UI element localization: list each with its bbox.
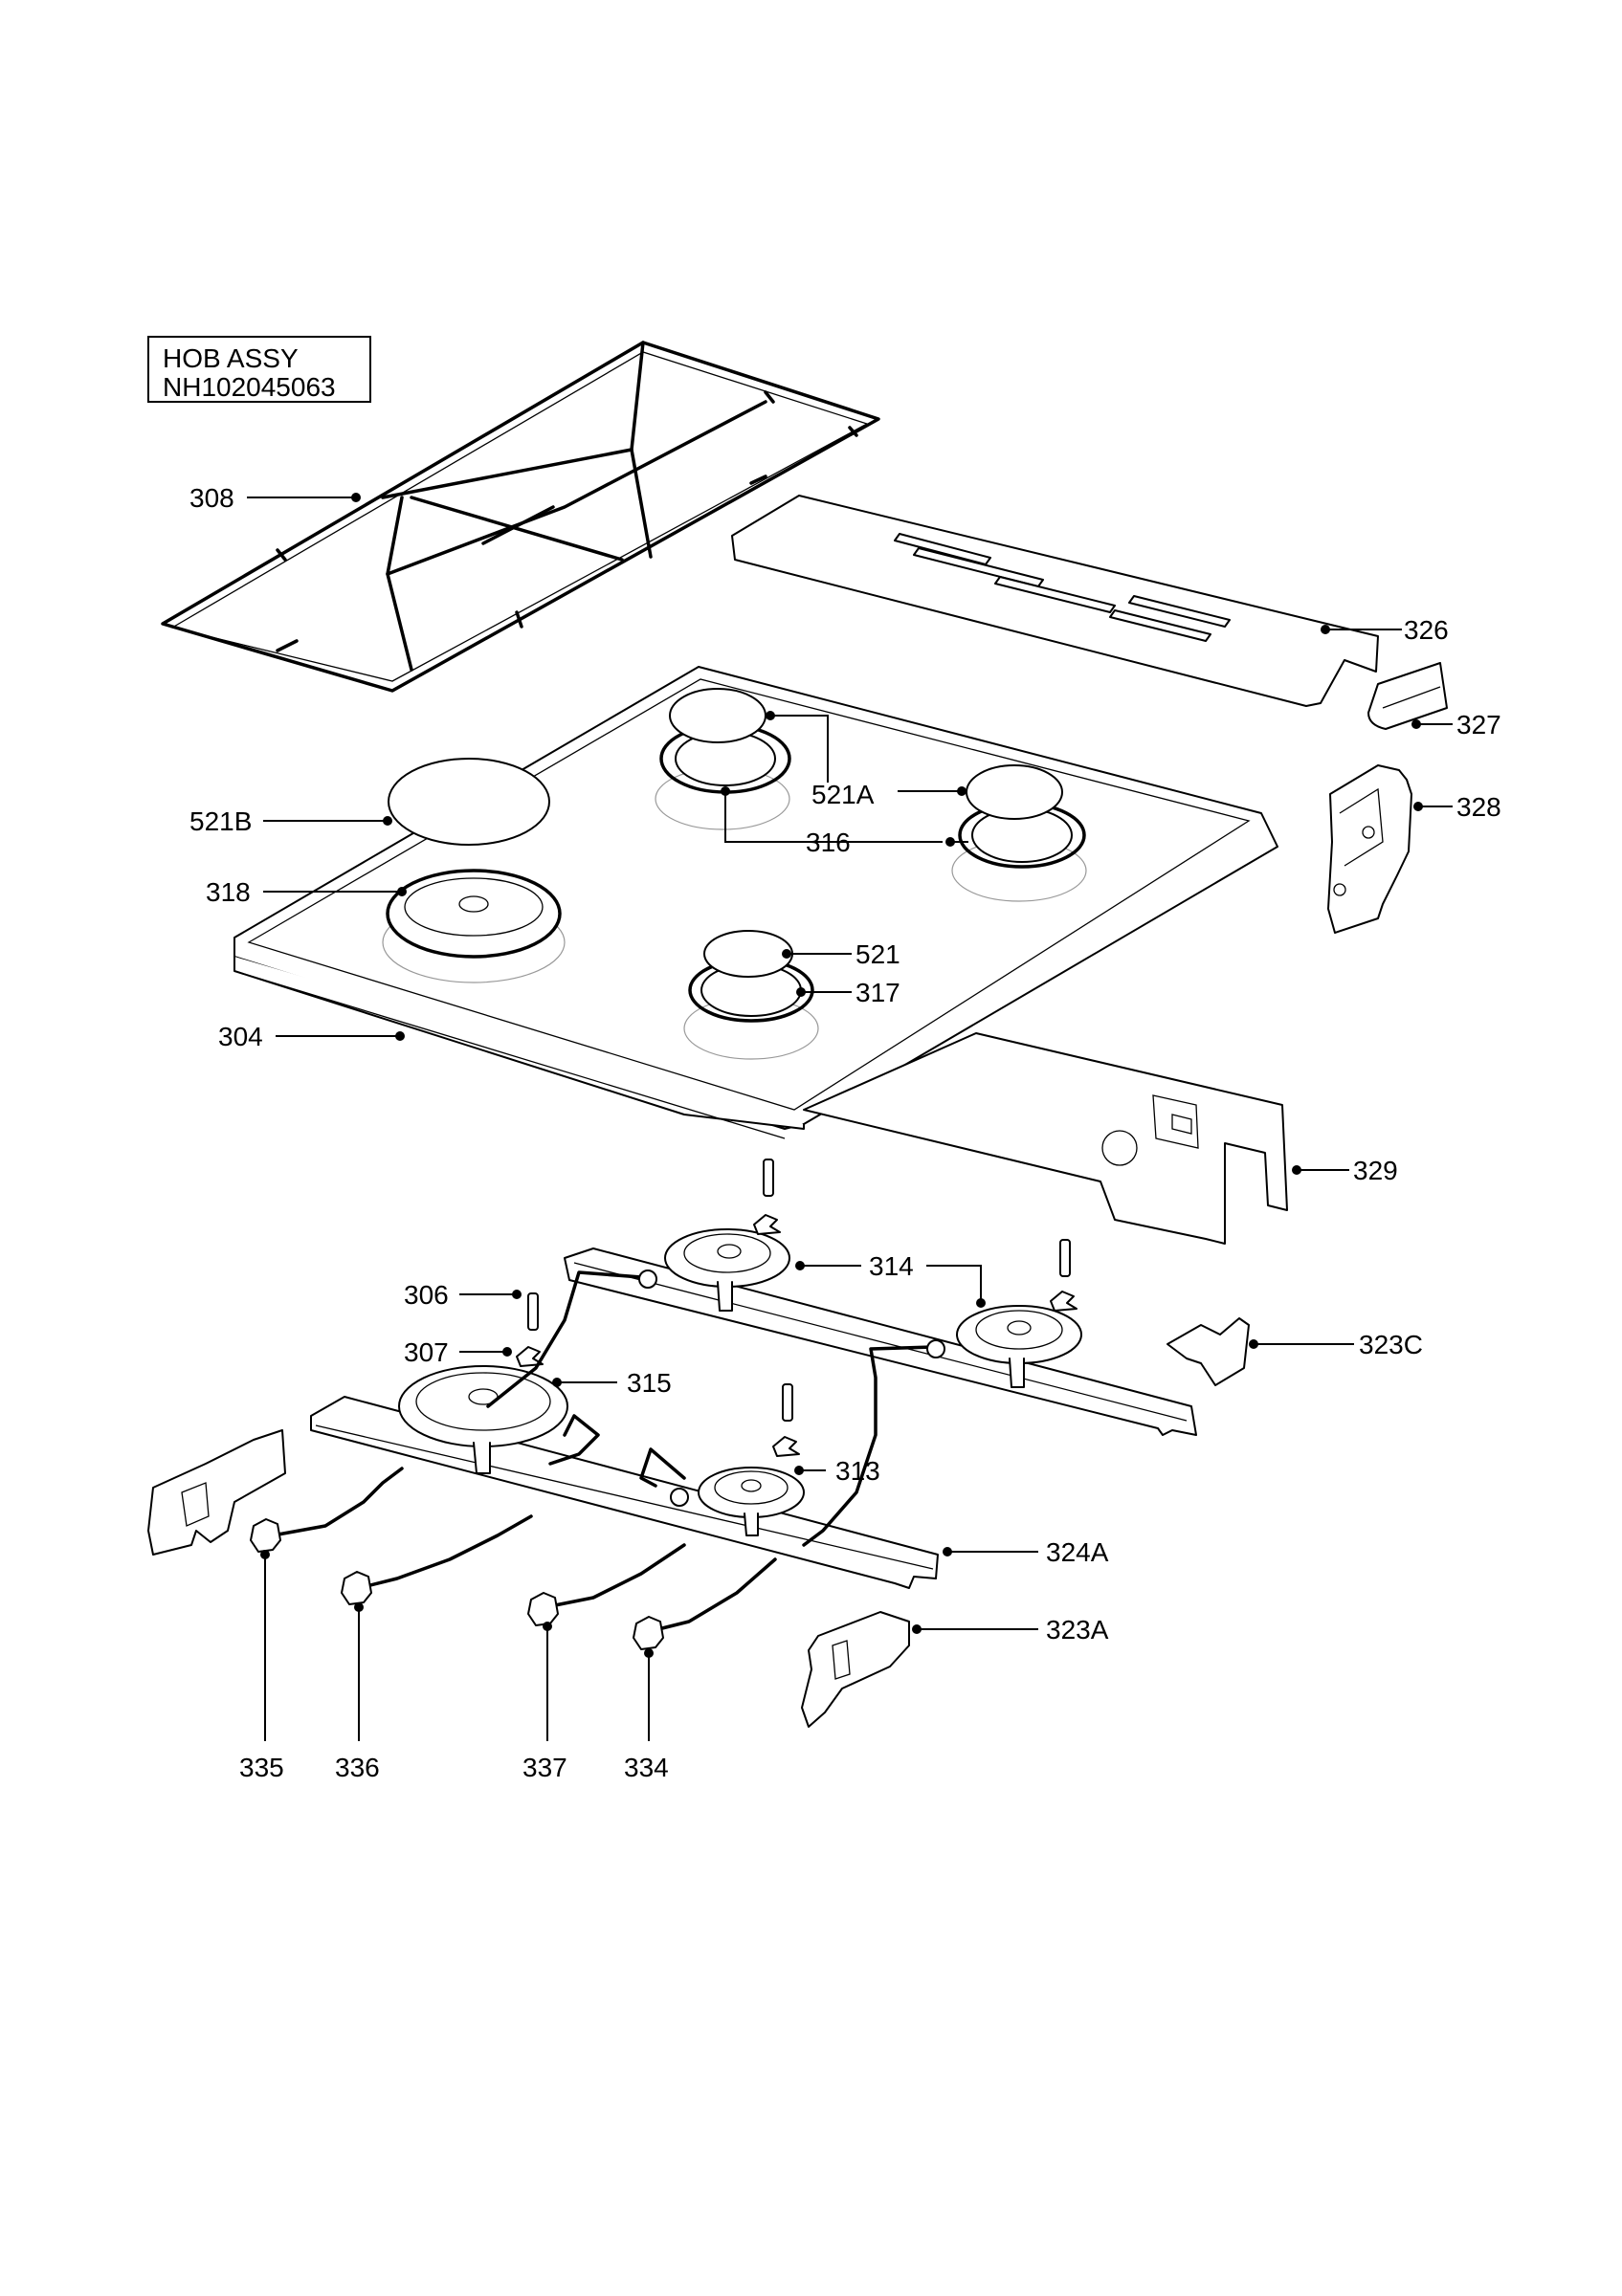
electrode-clips: [516, 1214, 1078, 1457]
callout-324A: 324A: [1046, 1537, 1109, 1567]
callout-323A: 323A: [1046, 1615, 1109, 1645]
leader-lines: [247, 497, 1453, 1741]
callout-308: 308: [189, 483, 234, 513]
electrodes: [527, 1159, 1071, 1422]
burner-front-small: [688, 930, 814, 1023]
callout-307: 307: [404, 1337, 449, 1367]
callout-521A: 521A: [811, 780, 875, 809]
callout-334: 334: [624, 1753, 669, 1782]
leader-dots: [260, 493, 1423, 1658]
gas-pipes: [271, 1270, 935, 1633]
callout-323C: 323C: [1359, 1330, 1423, 1359]
callout-326: 326: [1404, 615, 1449, 645]
gas-taps: [250, 1269, 945, 1650]
callout-318: 318: [206, 877, 251, 907]
side-bracket-right: [1327, 764, 1412, 934]
bracket-front: [801, 1611, 910, 1728]
callout-337: 337: [522, 1753, 567, 1782]
end-cap: [1367, 662, 1448, 730]
callout-317: 317: [855, 978, 900, 1007]
rear-trim-panel: [731, 495, 1379, 707]
burner-base-small: [698, 1467, 805, 1536]
callout-336: 336: [335, 1753, 380, 1782]
callout-314: 314: [869, 1251, 914, 1281]
front-manifold-rail: [310, 1396, 939, 1589]
burner-rear-right: [958, 764, 1086, 869]
title-line-1: HOB ASSY: [163, 343, 299, 373]
callout-313: 313: [835, 1456, 880, 1486]
front-control-panel: [803, 1032, 1288, 1245]
callout-315: 315: [627, 1368, 672, 1398]
burner-base-rear-right: [956, 1305, 1082, 1388]
callout-329: 329: [1353, 1156, 1398, 1185]
bracket-right: [1167, 1317, 1250, 1386]
callout-521B: 521B: [189, 806, 252, 836]
burner-cap-large: [388, 758, 550, 846]
callout-327: 327: [1456, 710, 1501, 740]
callout-304: 304: [218, 1022, 263, 1051]
burner-crown-large: [386, 869, 562, 959]
burner-base-rear-left: [664, 1228, 790, 1312]
callout-335: 335: [239, 1753, 284, 1782]
callout-labels: 308 326 327 521A 316 328 521B 318 521 31…: [189, 483, 1501, 1782]
callout-316: 316: [806, 828, 851, 857]
callout-328: 328: [1456, 792, 1501, 822]
callout-306: 306: [404, 1280, 449, 1310]
burner-rear-left: [659, 688, 791, 794]
bracket-left: [147, 1429, 286, 1556]
pan-support-grid: [161, 341, 880, 693]
callout-521: 521: [855, 939, 900, 969]
title-line-2: NH102045063: [163, 372, 336, 402]
title-box: HOB ASSY NH102045063: [147, 336, 371, 403]
